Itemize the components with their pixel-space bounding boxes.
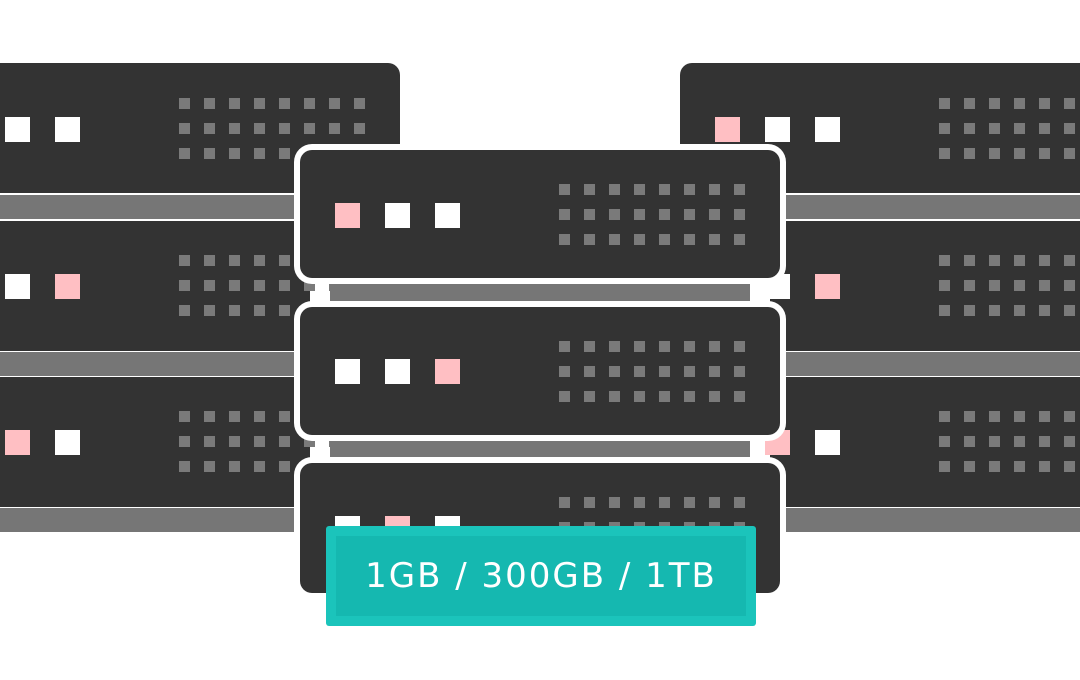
status-light [765,117,790,142]
right-rack-rail-1 [780,195,1080,219]
status-light [5,274,30,299]
status-light-alert [435,359,460,384]
storage-capacity-badge-panel: 1GB / 300GB / 1TB [336,536,746,616]
vent-grid [559,341,745,402]
left-rack-rail-1 [0,195,300,219]
center-rack-rail-2 [330,438,750,462]
status-light [385,359,410,384]
vent-grid [939,411,1080,472]
status-light [385,203,410,228]
right-rack-rail-2 [780,352,1080,376]
right-rack-rail-3 [780,508,1080,532]
vent-grid [939,98,1080,159]
status-light [335,359,360,384]
left-rack-rail-2 [0,352,300,376]
status-light [765,274,790,299]
storage-capacity-label: 1GB / 300GB / 1TB [365,556,717,596]
status-light [55,430,80,455]
status-light-alert [815,274,840,299]
status-light-alert [715,117,740,142]
center-rack-rail-1 [330,282,750,306]
status-light [55,117,80,142]
center-server-unit-1 [300,150,780,278]
status-light [815,430,840,455]
center-server-unit-2 [300,307,780,435]
status-light-alert [5,430,30,455]
left-rack-rail-3 [0,508,300,532]
status-light [5,117,30,142]
status-light [435,203,460,228]
vent-grid [179,98,365,159]
vent-grid [939,255,1080,316]
status-light-alert [335,203,360,228]
vent-grid [559,184,745,245]
status-light [815,117,840,142]
status-light-alert [55,274,80,299]
storage-capacity-badge: 1GB / 300GB / 1TB [326,526,756,626]
